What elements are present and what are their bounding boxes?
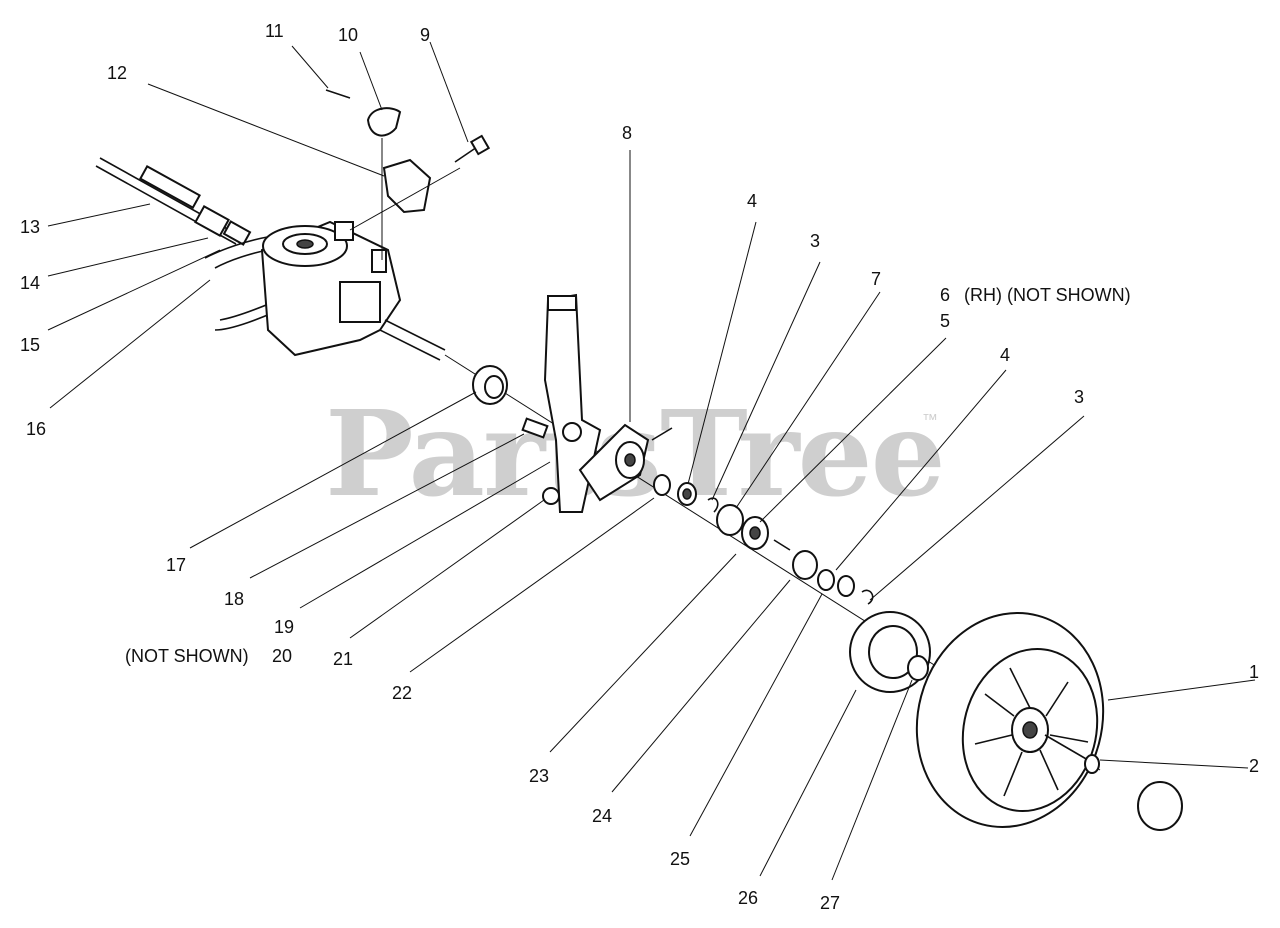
callout-3: 3 bbox=[1074, 387, 1085, 407]
callout-5: 5 bbox=[940, 311, 951, 331]
hex-bolt bbox=[454, 134, 491, 163]
shift-pin bbox=[325, 89, 351, 99]
callout-17: 17 bbox=[166, 555, 187, 575]
callout-4: 4 bbox=[747, 191, 758, 211]
pivot-key bbox=[366, 107, 402, 137]
callout-16: 16 bbox=[26, 419, 47, 439]
callout-22: 22 bbox=[392, 683, 413, 703]
callout-8: 8 bbox=[622, 123, 633, 143]
pivot-bracket bbox=[578, 423, 673, 502]
callout-21: 21 bbox=[333, 649, 354, 669]
hub-cap bbox=[1137, 781, 1183, 831]
callout-2: 2 bbox=[1249, 756, 1260, 776]
callout-3: 3 bbox=[810, 231, 821, 251]
callout-24: 24 bbox=[592, 806, 613, 826]
callout-20: 20 bbox=[272, 646, 293, 666]
shift-bracket bbox=[349, 138, 461, 260]
transmission-housing bbox=[260, 220, 402, 357]
callout-26: 26 bbox=[738, 888, 759, 908]
height-adjust-bracket bbox=[543, 293, 602, 513]
callout-9: 9 bbox=[420, 25, 431, 45]
callout-19: 19 bbox=[274, 617, 295, 637]
callout-18: 18 bbox=[224, 589, 245, 609]
callout-25: 25 bbox=[670, 849, 691, 869]
axle-bolt bbox=[1044, 734, 1100, 774]
callout-1: 1 bbox=[1249, 662, 1260, 682]
carriage-bolt bbox=[521, 417, 549, 439]
trademark-mark: ™ bbox=[922, 412, 938, 429]
callout-4: 4 bbox=[1000, 345, 1011, 365]
callout-6-note: (RH) (NOT SHOWN) bbox=[964, 285, 1131, 305]
callout-15: 15 bbox=[20, 335, 41, 355]
rear-wheel bbox=[915, 611, 1105, 829]
drive-shaft bbox=[95, 157, 252, 246]
callout-20-note: (NOT SHOWN) bbox=[125, 646, 249, 666]
callout-12: 12 bbox=[107, 63, 128, 83]
callout-6: 6 bbox=[940, 285, 951, 305]
bushing bbox=[472, 365, 508, 405]
callout-7: 7 bbox=[871, 269, 882, 289]
lock-nut bbox=[542, 487, 560, 505]
callout-23: 23 bbox=[529, 766, 550, 786]
callout-27: 27 bbox=[820, 893, 841, 913]
leader-lines bbox=[47, 41, 1256, 881]
washers bbox=[653, 474, 874, 605]
callout-10: 10 bbox=[338, 25, 359, 45]
callout-13: 13 bbox=[20, 217, 41, 237]
wheel-gear-cup bbox=[849, 611, 931, 693]
callout-11: 11 bbox=[265, 21, 284, 41]
callout-14: 14 bbox=[20, 273, 41, 293]
